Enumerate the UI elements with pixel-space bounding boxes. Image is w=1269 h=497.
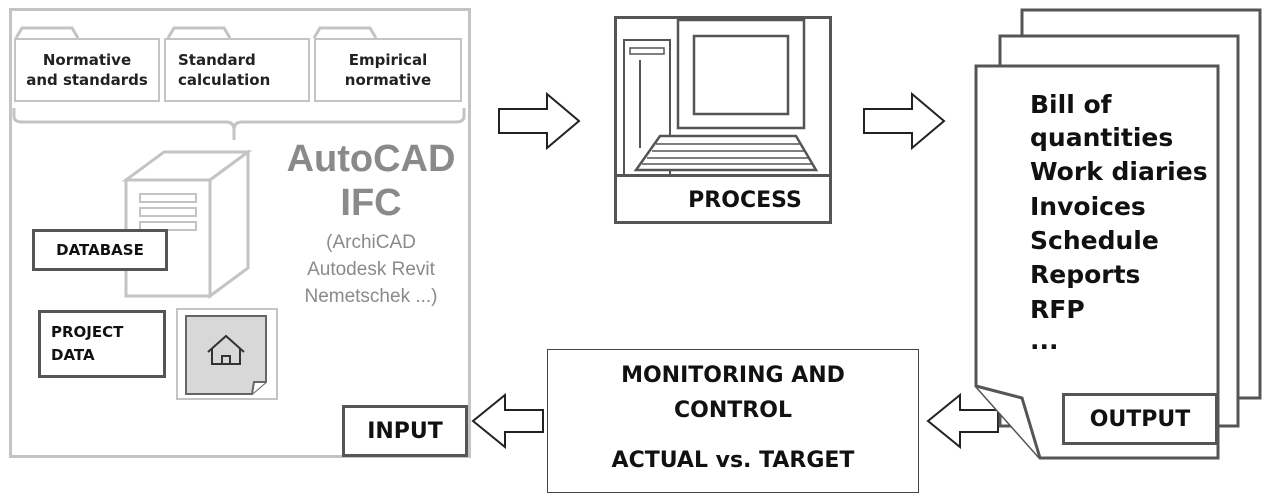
tabs-bracket: [12, 108, 466, 140]
monitoring-title: MONITORING AND CONTROL: [621, 363, 845, 424]
arrow-monitoring-to-input: [471, 393, 544, 449]
output-item-bill-of: Bill of: [1030, 90, 1112, 119]
ifc-title: IFC: [340, 182, 402, 224]
autocad-title: AutoCAD: [286, 138, 456, 180]
process-divider: [614, 174, 832, 177]
input-label: INPUT: [342, 405, 468, 457]
document-stack-graphic: [974, 8, 1262, 460]
output-item-reports: Reports: [1030, 260, 1141, 289]
arrow-input-to-process: [498, 92, 581, 150]
output-item-work-diaries: Work diaries: [1030, 157, 1208, 186]
output-item-invoices: Invoices: [1030, 192, 1146, 221]
process-label: PROCESS: [688, 187, 802, 213]
output-item-schedule: Schedule: [1030, 226, 1159, 255]
arrow-process-to-output: [863, 92, 946, 150]
computer-icon: [623, 18, 819, 174]
database-label: DATABASE: [32, 229, 168, 271]
arrow-output-to-monitoring: [926, 393, 999, 449]
output-item-quantities: quantities: [1030, 123, 1174, 152]
house-document-icon: [176, 308, 278, 400]
monitoring-box: [547, 349, 919, 493]
software-list: (ArchiCAD Autodesk Revit Nemetschek ...): [304, 232, 438, 307]
tab-standard-calculation: Standard calculation: [164, 38, 310, 102]
server-icon: [121, 150, 253, 299]
output-label: OUTPUT: [1062, 393, 1218, 445]
output-item-ellipsis: ...: [1030, 326, 1059, 355]
folder-tabs-graphic: [14, 26, 378, 39]
tab-normative-standards: Normative and standards: [14, 38, 160, 102]
output-item-rfp: RFP: [1030, 295, 1085, 324]
monitoring-subtitle: ACTUAL vs. TARGET: [611, 448, 855, 473]
tab-empirical-normative: Empirical normative: [314, 38, 462, 102]
project-data-label: PROJECT DATA: [38, 310, 166, 378]
